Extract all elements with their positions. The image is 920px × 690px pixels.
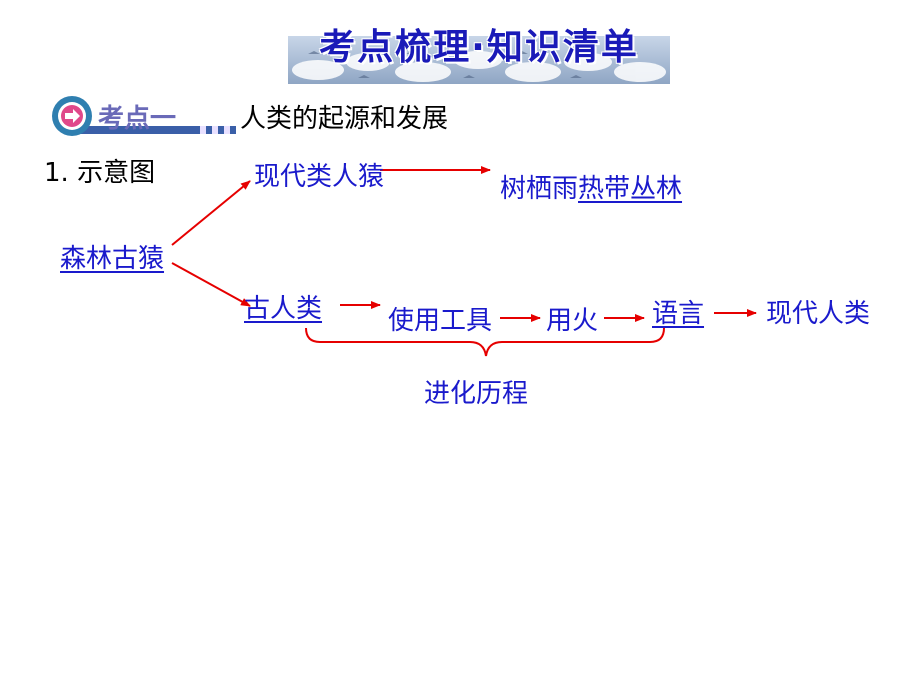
node-language: 语言 [652, 299, 705, 329]
node-ancient-humans: 古人类 [244, 294, 323, 324]
diagram-heading: 1. 示意图 [44, 158, 156, 188]
arrow-root-to-ancient [171, 262, 251, 307]
node-modern-humans: 现代人类 [766, 299, 871, 329]
node-forest-ape: 森林古猿 [60, 244, 165, 274]
arrow-root-to-apes [171, 180, 251, 246]
node-use-tools: 使用工具 [388, 306, 493, 336]
brace-label: 进化历程 [424, 379, 529, 409]
section-title: 人类的起源和发展 [240, 104, 449, 134]
habitat-underlined: 热带丛林 [578, 174, 683, 204]
cloud-banner-image [288, 36, 670, 84]
node-use-fire: 用火 [546, 306, 599, 336]
node-modern-apes: 现代类人猿 [254, 162, 385, 192]
section-badge [52, 96, 236, 136]
node-habitat: 树栖雨热带丛林 [500, 168, 682, 205]
badge-label: 考点一 [98, 104, 177, 134]
title-banner: 考点梳理·知识清单 [288, 10, 670, 86]
habitat-prefix: 树栖雨 [500, 174, 579, 204]
page-title: 考点梳理·知识清单 [319, 27, 639, 68]
brace-evolution [305, 327, 665, 357]
